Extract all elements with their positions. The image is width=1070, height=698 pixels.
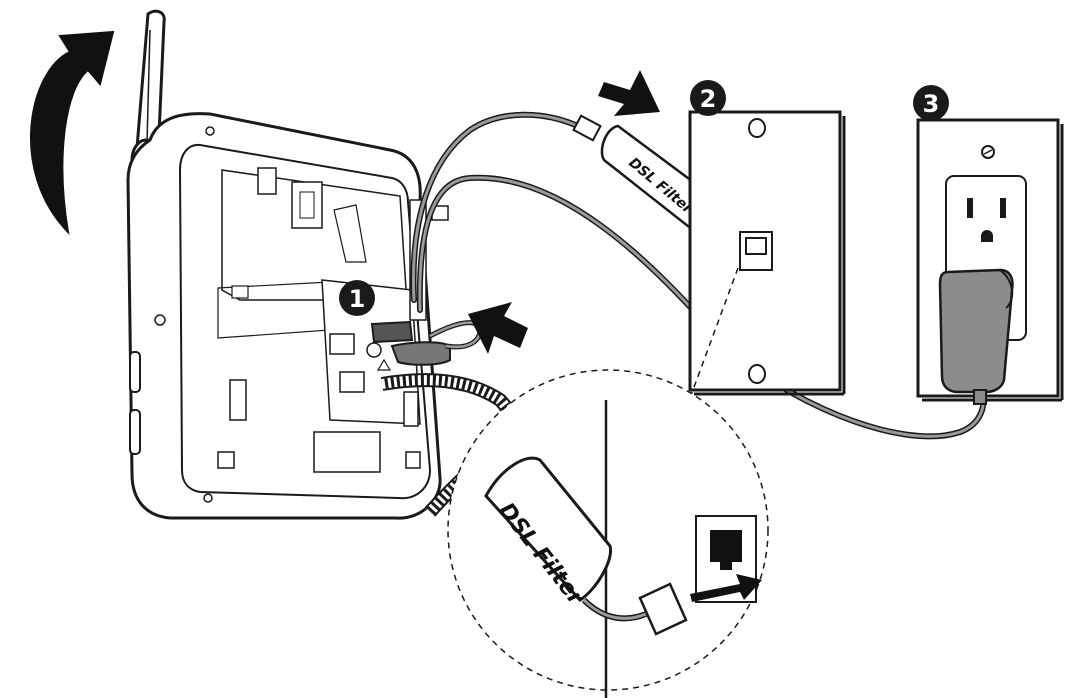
phone-jack-icon <box>739 231 773 271</box>
step-badge-2: 2 <box>690 80 726 116</box>
direction-arrow-icon <box>468 302 528 354</box>
step-number-3: 3 <box>923 90 940 118</box>
direction-arrow-icon <box>598 70 660 116</box>
step-number-1: 1 <box>349 285 366 313</box>
step-badge-1: 1 <box>339 280 375 316</box>
power-adapter-icon <box>938 268 1014 405</box>
telephone-base <box>126 112 449 520</box>
step-badge-3: 3 <box>913 85 949 121</box>
step-number-2: 2 <box>700 85 717 113</box>
wall-phone-jack-plate <box>688 110 846 396</box>
telephone-line-cord <box>410 111 585 303</box>
zoom-detail-callout: DSL Filter <box>447 267 769 698</box>
wall-power-outlet <box>916 118 1064 405</box>
direction-arrow-icon <box>690 574 762 602</box>
rotate-arrow-icon <box>29 30 115 236</box>
